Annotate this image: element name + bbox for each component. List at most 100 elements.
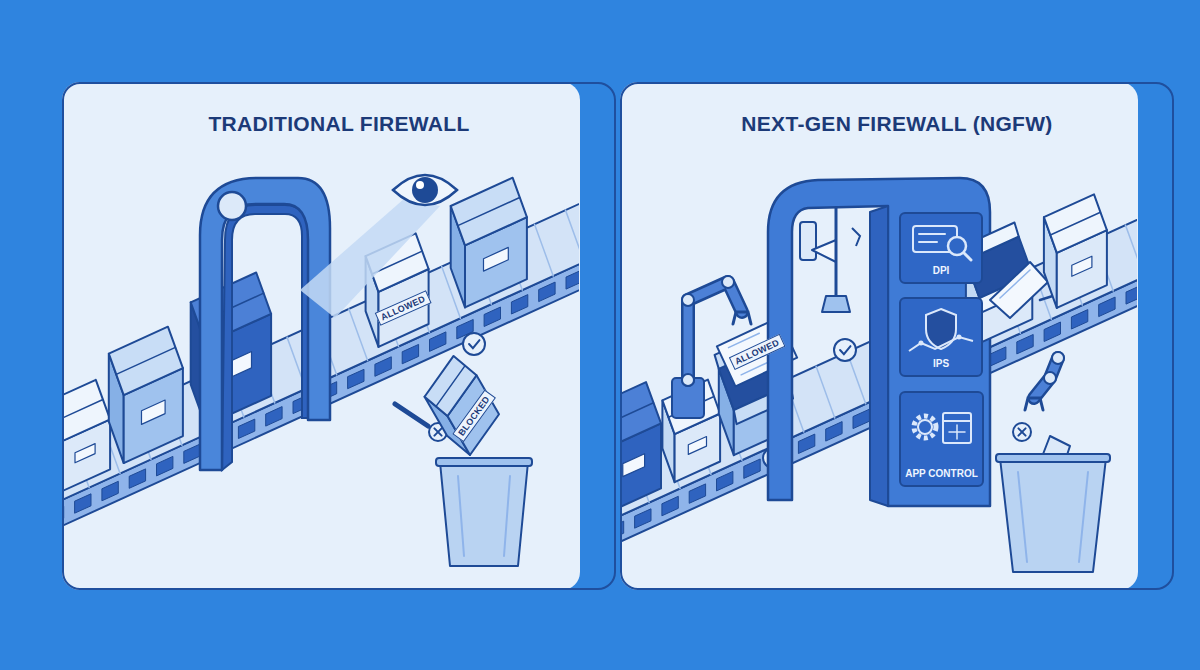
box-top	[451, 178, 527, 246]
box-label	[75, 444, 95, 463]
belt-segment	[689, 484, 705, 503]
belt-segment	[826, 422, 842, 442]
sensor-spark	[852, 228, 860, 246]
belt-segment	[484, 307, 500, 327]
document-sheet	[990, 262, 1048, 318]
diverter-arm	[395, 404, 428, 426]
box-tape	[458, 197, 520, 225]
belt-segment	[129, 469, 145, 488]
traditional-scene	[63, 175, 579, 566]
belt-segment	[566, 270, 579, 289]
belt-segment	[266, 407, 282, 427]
ips-icon	[926, 309, 956, 349]
scanner-arch	[200, 178, 330, 470]
dpi-icon	[919, 233, 945, 235]
panel-heading: TRADITIONAL FIREWALL	[64, 112, 614, 136]
ips-icon	[909, 337, 973, 351]
belt-segment	[539, 282, 555, 302]
scanner-arch-side	[222, 205, 310, 470]
belt-segment	[430, 332, 446, 352]
scanner-sensor	[218, 192, 246, 220]
arm-joint	[682, 294, 694, 306]
belt-segment	[1099, 297, 1115, 317]
app-icon	[943, 413, 971, 443]
ngfw-scene	[621, 178, 1137, 572]
app-icon	[949, 431, 965, 433]
trash-rim	[996, 454, 1110, 462]
belt-segment	[238, 419, 254, 438]
box-tape	[1050, 212, 1100, 235]
check-mark	[463, 333, 485, 355]
trash-rim	[436, 458, 532, 466]
document-line	[1000, 270, 1030, 298]
arm-joint	[722, 276, 734, 288]
feature-tile: APP CONTROL	[899, 391, 984, 487]
sensor-rod	[835, 208, 838, 296]
dpi-icon	[964, 253, 971, 260]
belt-slat	[1125, 225, 1137, 277]
belt-slat	[816, 366, 835, 418]
belt-segment	[662, 496, 678, 516]
trash-bin	[440, 462, 528, 566]
belt-segment	[1017, 335, 1033, 354]
reject-mark	[434, 428, 441, 435]
arm-claw	[1025, 398, 1043, 410]
box-top	[63, 380, 110, 442]
belt-segment	[1126, 285, 1137, 304]
dpi-icon	[919, 241, 937, 243]
arm-joint	[1052, 352, 1064, 364]
feature-label: APP CONTROL	[905, 468, 978, 479]
belt-segment	[744, 459, 760, 478]
tile-icon	[901, 214, 985, 268]
box-top	[621, 382, 661, 448]
app-icon	[918, 420, 932, 434]
ips-icon	[919, 341, 924, 346]
eye-glint	[416, 181, 424, 189]
belt-slat	[565, 210, 579, 262]
box-label	[142, 400, 166, 424]
belt-segment	[990, 347, 1006, 367]
eye-outline	[393, 175, 457, 205]
check-mark	[469, 340, 479, 348]
belt-segment	[635, 509, 651, 528]
tile-icon	[901, 393, 985, 471]
gateway-side	[870, 206, 888, 506]
arm-claw	[733, 312, 751, 324]
belt-slat	[349, 309, 368, 361]
box-label	[688, 437, 706, 455]
feature-label: DPI	[933, 265, 950, 276]
box-tape	[63, 400, 103, 423]
panel-ground	[62, 82, 580, 590]
tile-icon	[901, 299, 985, 361]
belt-segment	[853, 409, 869, 428]
trash-bin	[1000, 458, 1106, 572]
ips-icon	[957, 335, 962, 340]
box-top	[109, 327, 183, 395]
box-tape	[426, 366, 476, 407]
feature-tile: DPI	[899, 212, 983, 284]
arm-joint	[1044, 372, 1056, 384]
box-label	[623, 454, 645, 477]
box-label	[1072, 256, 1092, 276]
trash-rib	[458, 476, 464, 556]
reject-mark	[1018, 428, 1025, 435]
belt-segment	[157, 456, 173, 476]
comparison-panel: NEXT-GEN FIREWALL (NGFW)DPIIPSAPP CONTRO…	[620, 82, 1174, 590]
belt-segment	[375, 357, 391, 377]
box-tape	[621, 403, 654, 428]
belt-segment	[1044, 322, 1060, 342]
belt-slat	[535, 224, 554, 276]
comparison-panel: TRADITIONAL FIREWALL	[62, 82, 616, 590]
arm-joint	[682, 374, 694, 386]
belt-segment	[402, 344, 418, 363]
belt-segment	[348, 369, 364, 388]
box-label	[484, 247, 509, 271]
app-icon	[914, 416, 936, 438]
box-tape	[116, 347, 175, 374]
scanned-envelope	[812, 240, 836, 262]
check-mark	[834, 339, 856, 361]
eye-iris	[412, 177, 438, 203]
check-mark	[840, 346, 850, 354]
